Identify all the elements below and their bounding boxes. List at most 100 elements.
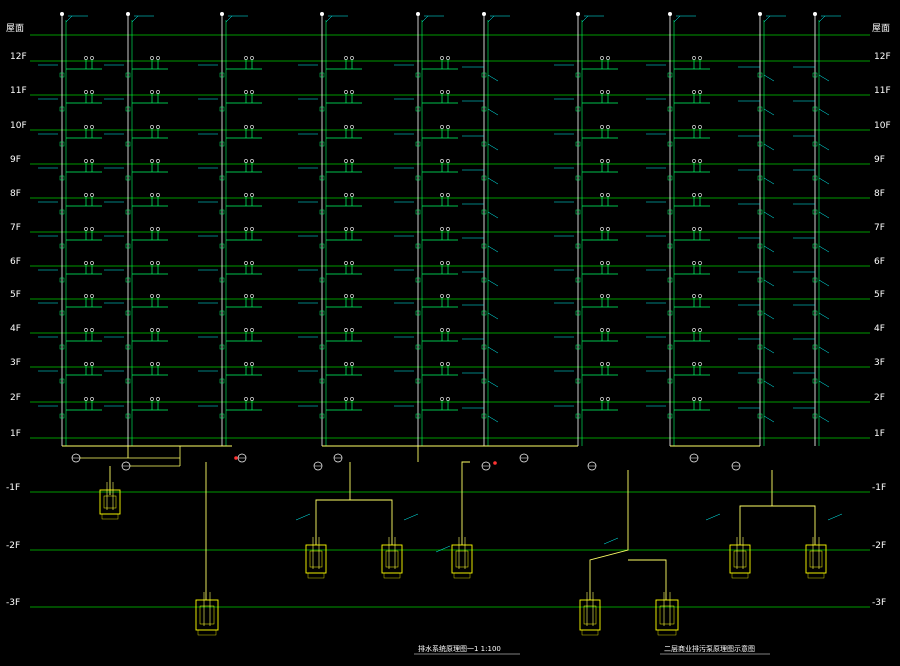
floor-drain-icon (250, 362, 254, 366)
cleanout-icon (667, 310, 673, 316)
cleanout-icon (219, 141, 225, 147)
sump-pit (305, 537, 327, 579)
floor-drain-icon (90, 193, 94, 197)
pit-inner (309, 550, 323, 568)
pump-discharge-pipe (739, 470, 773, 545)
cleanout-icon (59, 141, 65, 147)
cleanout-icon (219, 310, 225, 316)
cleanout-icon (219, 175, 225, 181)
pipe-tag-leader (487, 15, 495, 23)
pit-base (307, 572, 325, 579)
cleanout-icon (667, 243, 673, 249)
pipe-tag-leader (225, 15, 233, 23)
pit-outline (579, 599, 601, 631)
pipe-tag-leader (403, 513, 419, 521)
floor-label: 3F (874, 358, 885, 368)
floor-drain-icon (446, 90, 450, 94)
cleanout-icon (481, 310, 487, 316)
floor-drain-icon (698, 125, 702, 129)
floor-drain-icon (250, 193, 254, 197)
floor-drain-icon (344, 159, 348, 163)
cleanout-icon (59, 243, 65, 249)
floor-drain-icon (344, 56, 348, 60)
cleanout-icon (667, 72, 673, 78)
floor-drain-icon (90, 261, 94, 265)
pump-discharge-pipe (461, 461, 470, 545)
pipe-tag-leader (763, 245, 775, 253)
cleanout-icon (125, 106, 131, 112)
vent-cap-icon (220, 12, 224, 16)
floor-drain-icon (440, 227, 444, 231)
floor-label: 12F (874, 52, 891, 62)
sump-pit (805, 537, 827, 579)
floor-label: 7F (10, 223, 21, 233)
pipe-tag-leader (487, 177, 499, 185)
floor-drain-icon (250, 125, 254, 129)
cleanout-icon (757, 344, 763, 350)
marker-dot (493, 461, 497, 465)
cleanout-icon (415, 243, 421, 249)
floor-label: 8F (10, 189, 21, 199)
floor-drain-icon (150, 294, 154, 298)
floor-drain-icon (90, 328, 94, 332)
cleanout-icon (125, 243, 131, 249)
cleanout-icon (667, 175, 673, 181)
pit-inner (659, 605, 675, 625)
floor-drain-icon (692, 294, 696, 298)
floor-drain-icon (150, 56, 154, 60)
floor-drain-icon (150, 261, 154, 265)
floor-drain-icon (90, 125, 94, 129)
cleanout-icon (125, 72, 131, 78)
pipe-tag-leader (65, 15, 73, 23)
cleanout-icon (219, 72, 225, 78)
floor-drain-icon (350, 56, 354, 60)
floor-drain-icon (698, 294, 702, 298)
floor-drain-icon (440, 261, 444, 265)
floor-drain-icon (344, 227, 348, 231)
cleanout-icon (415, 72, 421, 78)
floor-drain-icon (90, 227, 94, 231)
floor-drain-icon (350, 362, 354, 366)
vent-cap-icon (126, 12, 130, 16)
floor-drain-icon (244, 397, 248, 401)
floor-drain-icon (350, 125, 354, 129)
cleanout-icon (575, 72, 581, 78)
cleanout-icon (415, 378, 421, 384)
floor-drain-icon (344, 125, 348, 129)
cleanout-icon (812, 277, 818, 283)
cleanout-icon (667, 344, 673, 350)
sump-pit (195, 592, 219, 636)
floor-drain-icon (600, 294, 604, 298)
pipe-tag-leader (325, 15, 333, 23)
vent-cap-icon (482, 12, 486, 16)
floor-drain-icon (446, 125, 450, 129)
cleanout-icon (757, 310, 763, 316)
cleanout-icon (125, 277, 131, 283)
floor-drain-icon (250, 227, 254, 231)
floor-label: 5F (874, 290, 885, 300)
cleanout-icon (319, 175, 325, 181)
floor-drain-icon (90, 362, 94, 366)
floor-drain-icon (606, 227, 610, 231)
sump-pit (729, 537, 751, 579)
pit-base (453, 572, 471, 579)
pipe-tag-leader (421, 15, 429, 23)
pit-outline (305, 544, 327, 574)
cleanout-icon (319, 243, 325, 249)
pipe-tag-leader (818, 177, 830, 185)
pit-inner (455, 550, 469, 568)
floor-drain-icon (150, 397, 154, 401)
pit-base (101, 513, 119, 520)
floor-label: 1F (874, 429, 885, 439)
floor-drain-icon (600, 362, 604, 366)
pipe-tag-leader (295, 513, 311, 521)
floor-drain-icon (244, 193, 248, 197)
floor-drain-icon (600, 261, 604, 265)
cleanout-icon (59, 378, 65, 384)
floor-drain-icon (84, 328, 88, 332)
floor-drain-icon (446, 56, 450, 60)
floor-drain-icon (606, 328, 610, 332)
floor-drain-icon (600, 90, 604, 94)
cleanout-icon (575, 310, 581, 316)
